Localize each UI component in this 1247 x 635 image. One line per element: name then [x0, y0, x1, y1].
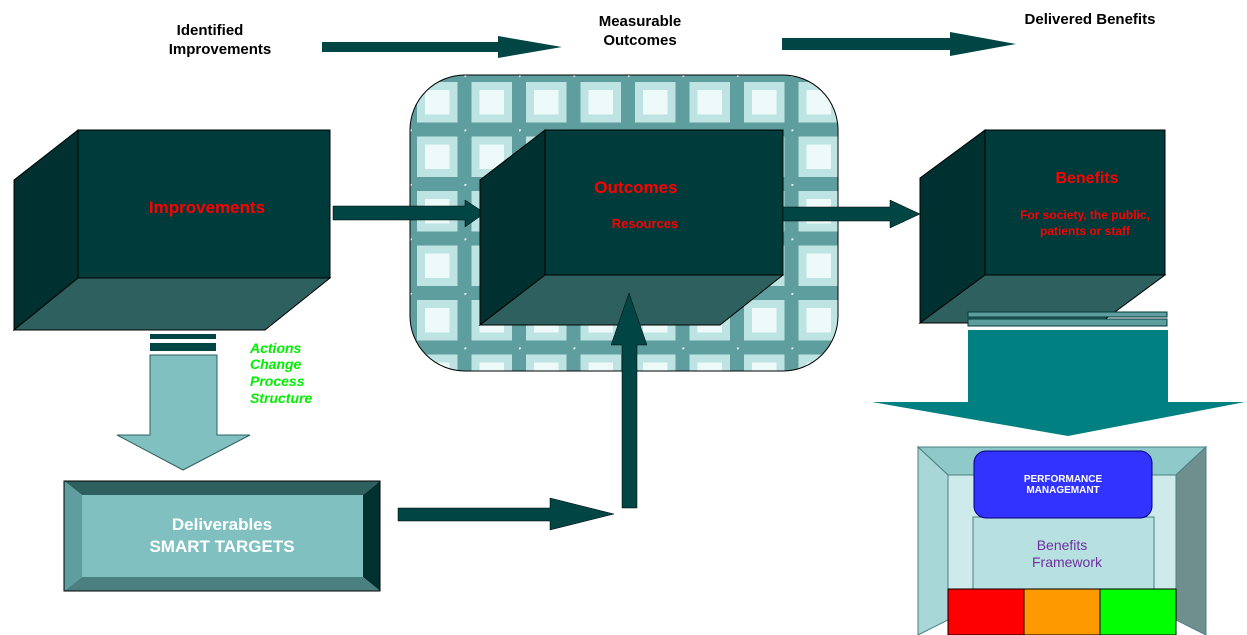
svg-text:Measurable: Measurable [599, 13, 682, 30]
benefits-bar-2 [967, 318, 1168, 327]
status-red-block [947, 588, 1025, 635]
header-measurable-outcomes: Measurable Outcomes [599, 13, 682, 49]
arrow-improvements-to-outcomes [332, 199, 486, 228]
arrow-outcomes-to-benefits [782, 199, 921, 229]
header-arrow-2 [782, 32, 1016, 56]
deliverables-label-1: Deliverables [172, 515, 272, 534]
stripe-2 [150, 343, 216, 351]
outcomes-label: Outcomes [594, 178, 677, 197]
arrow-down-to-framework [872, 330, 1245, 436]
svg-text:Identified: Identified [177, 22, 244, 39]
arrow-deliverables-right [397, 497, 615, 531]
status-green-block [1099, 588, 1177, 635]
arrow-down-to-deliverables [116, 354, 251, 471]
svg-text:Structure: Structure [250, 390, 312, 406]
header-identified-improvements: Identified Improvements [169, 22, 272, 58]
benefits-sub-label-1: For society, the public, [1020, 208, 1150, 222]
header-arrow-1 [322, 36, 562, 58]
stripe-1 [150, 334, 216, 339]
status-amber-block [1023, 588, 1101, 635]
header-delivered-benefits: Delivered Benefits [1025, 11, 1156, 28]
svg-text:Process: Process [250, 373, 305, 389]
arrow-up-to-outcomes [610, 292, 648, 509]
deliverables-box: Deliverables SMART TARGETS [63, 480, 381, 592]
deliverables-label-2: SMART TARGETS [149, 537, 294, 556]
improvements-label: Improvements [149, 198, 265, 217]
improvements-box: Improvements [12, 128, 332, 332]
benefits-bar-1 [967, 311, 1168, 318]
svg-text:Actions: Actions [249, 340, 302, 356]
benefits-sub-label-2: patients or staff [1040, 224, 1131, 238]
resources-label: Resources [612, 216, 678, 231]
svg-text:Outcomes: Outcomes [603, 32, 676, 49]
outcomes-box: Outcomes Resources [478, 128, 785, 327]
benefits-box: Benefits For society, the public, patien… [918, 129, 1167, 324]
benefits-label: Benefits [1055, 170, 1118, 187]
performance-label-1: PERFORMANCE [1024, 474, 1103, 485]
performance-management-box: PERFORMANCE MANAGEMANT [973, 450, 1153, 519]
benefits-framework-label-1: Benefits [1037, 537, 1088, 553]
actions-list: Actions Change Process Structure [249, 340, 312, 406]
svg-text:Improvements: Improvements [169, 41, 272, 58]
benefits-framework-label-2: Framework [1032, 554, 1103, 570]
svg-text:Change: Change [250, 356, 302, 372]
performance-label-2: MANAGEMANT [1026, 485, 1099, 496]
